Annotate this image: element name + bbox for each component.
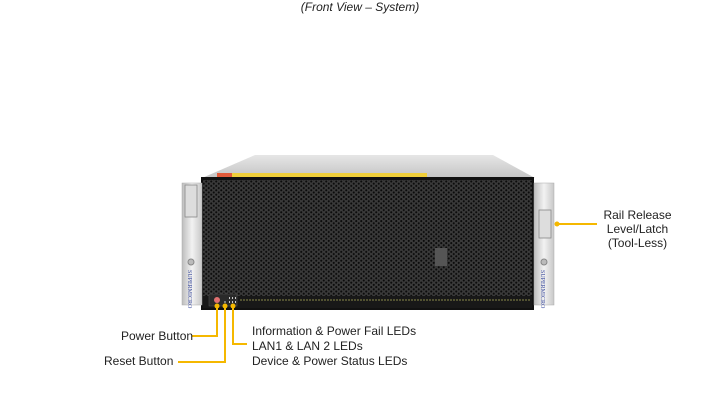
right-rack-ear: SUPERMICRO bbox=[533, 182, 555, 309]
left-thumbscrew-icon bbox=[187, 258, 195, 266]
reset-button-label: Reset Button bbox=[104, 354, 174, 368]
leds-leader bbox=[232, 306, 247, 345]
left-rack-ear: SUPERMICRO bbox=[181, 182, 203, 309]
info-leds-label: Information & Power Fail LEDs bbox=[252, 324, 417, 338]
left-rail-latch[interactable] bbox=[184, 184, 198, 218]
rail-release-line-2: Level/Latch bbox=[606, 222, 669, 236]
right-rail-latch[interactable] bbox=[538, 209, 552, 239]
reset-button[interactable] bbox=[224, 301, 226, 303]
power-button-label: Power Button bbox=[121, 329, 194, 343]
front-mesh bbox=[203, 180, 532, 308]
brand-logo: SUPERMICRO bbox=[186, 270, 192, 309]
figure-caption: (Front View – System) bbox=[300, 0, 420, 14]
brand-logo: SUPERMICRO bbox=[539, 270, 545, 309]
callout-lines bbox=[178, 223, 597, 363]
power-button-leader bbox=[192, 306, 218, 337]
rail-release-label: Rail Release Level/Latch (Tool-Less) bbox=[600, 208, 675, 250]
reset-button-leader bbox=[178, 306, 226, 363]
info-label-strip bbox=[232, 173, 427, 177]
power-button[interactable] bbox=[214, 297, 220, 303]
status-leds bbox=[229, 297, 236, 303]
mesh-tab bbox=[435, 248, 447, 266]
rail-release-line-1: Rail Release bbox=[603, 208, 672, 222]
rail-release-line-3: (Tool-Less) bbox=[607, 236, 668, 250]
status-leds-label: Device & Power Status LEDs bbox=[252, 354, 408, 368]
bottom-bay-strip bbox=[203, 296, 532, 308]
right-thumbscrew-icon bbox=[540, 258, 548, 266]
lan-leds-label: LAN1 & LAN 2 LEDs bbox=[252, 339, 363, 353]
callout-dots bbox=[214, 221, 560, 309]
top-lid bbox=[202, 155, 535, 178]
